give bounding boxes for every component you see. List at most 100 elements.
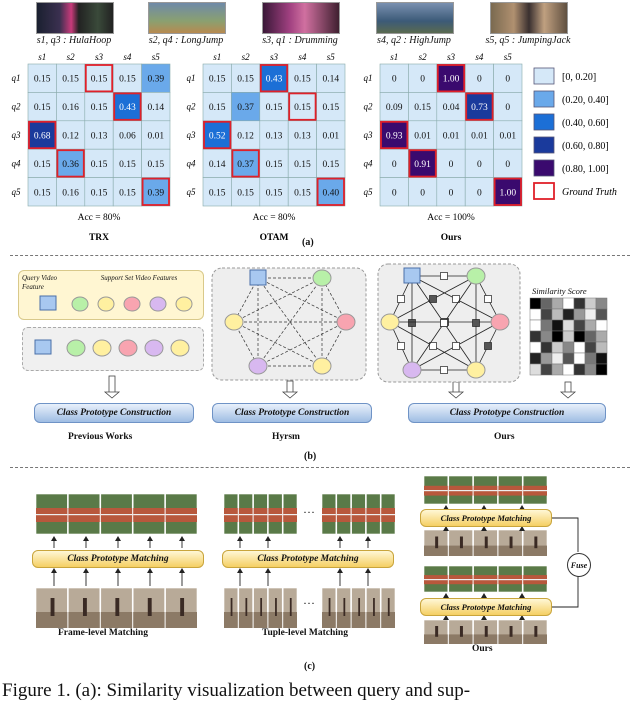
arrow-from-query-tuple-head bbox=[265, 568, 271, 573]
matrix-cell bbox=[27, 92, 57, 122]
cell-value: 0.15 bbox=[91, 188, 108, 198]
matrix-cell bbox=[287, 120, 317, 150]
row-header: q1 bbox=[187, 73, 196, 83]
support-feature-node bbox=[175, 296, 193, 312]
cell-value: 0 bbox=[392, 75, 397, 85]
query-video-tuple-b bbox=[321, 587, 396, 629]
cell-value: 1.00 bbox=[499, 188, 516, 198]
cell-value: 0.15 bbox=[34, 75, 51, 85]
cell-value: 0.15 bbox=[119, 188, 136, 198]
hyrsm-edge bbox=[257, 277, 323, 367]
video-frame-lane bbox=[498, 579, 523, 581]
arrow-to-support-head bbox=[147, 536, 153, 541]
clip-label: s2, q4 : LongJump bbox=[148, 35, 224, 46]
cell-value: 0.15 bbox=[62, 75, 79, 85]
video-frame-lane bbox=[253, 514, 268, 516]
hyrsm-edge bbox=[257, 321, 347, 367]
cell-value: 0.15 bbox=[237, 188, 254, 198]
matrix-cell bbox=[464, 120, 494, 150]
arrow-to-support-head bbox=[115, 536, 121, 541]
video-frame-ground bbox=[424, 545, 448, 556]
ground-truth-box bbox=[493, 177, 522, 206]
matrix-cell bbox=[493, 120, 523, 150]
video-frame-ground bbox=[448, 545, 473, 556]
matrix-cell bbox=[408, 177, 438, 207]
matrix-cell bbox=[231, 148, 261, 178]
video-frame-lane bbox=[523, 579, 547, 581]
matrix-cell bbox=[316, 92, 346, 122]
matrix-cell bbox=[141, 63, 171, 93]
arrow-from-query-head bbox=[115, 568, 121, 573]
col-header: s2 bbox=[67, 52, 76, 62]
col-header: s2 bbox=[242, 52, 251, 62]
accuracy-label: Acc = 80% bbox=[78, 213, 121, 223]
ours-edge-weight bbox=[440, 319, 448, 327]
cell-value: 0.04 bbox=[443, 103, 460, 113]
legend-swatch bbox=[533, 159, 555, 177]
panel-b-graphs bbox=[34, 263, 608, 399]
cell-value: 0.15 bbox=[294, 160, 311, 170]
cell-value: 0.52 bbox=[209, 132, 226, 142]
video-frame-lane bbox=[498, 490, 523, 492]
matrix-cell bbox=[408, 120, 438, 150]
cell-value: 0.43 bbox=[119, 103, 136, 113]
cell-value: 0.15 bbox=[414, 103, 431, 113]
query-feature-icon bbox=[39, 295, 57, 311]
row-header: q5 bbox=[12, 187, 22, 197]
similarity-cell bbox=[595, 363, 608, 376]
cell-value: 0 bbox=[420, 188, 425, 198]
matrix-cell bbox=[231, 92, 261, 122]
cell-value: 1.00 bbox=[443, 75, 460, 85]
ours-arrow-b-head bbox=[443, 526, 449, 531]
row-header: q4 bbox=[364, 158, 374, 168]
video-frame-ground bbox=[36, 612, 68, 628]
video-frame-person bbox=[180, 598, 185, 616]
cell-value: 0.15 bbox=[34, 103, 51, 113]
class-prototype-matching-ours-bottom: Class Prototype Matching bbox=[420, 598, 552, 616]
matrix-cell bbox=[231, 177, 261, 207]
ours-query-node bbox=[403, 267, 421, 284]
video-frame-person bbox=[373, 598, 375, 616]
col-header: s4 bbox=[298, 52, 307, 62]
matrix-cell bbox=[259, 177, 289, 207]
cell-value: 0 bbox=[477, 160, 482, 170]
video-frame-person bbox=[115, 598, 120, 616]
accuracy-label: Acc = 100% bbox=[427, 213, 475, 223]
video-frame-lane bbox=[448, 579, 473, 581]
ground-truth-box bbox=[465, 92, 494, 121]
divider-1 bbox=[10, 255, 630, 256]
arrow-to-support-head bbox=[179, 536, 185, 541]
cell-value: 0.15 bbox=[266, 188, 283, 198]
cell-value: 0.16 bbox=[62, 188, 79, 198]
cell-value: 0.37 bbox=[237, 103, 254, 113]
ours-arrow-c-head bbox=[519, 593, 525, 598]
video-frame-ground bbox=[523, 634, 547, 644]
hyrsm-support-node bbox=[312, 269, 332, 287]
cell-value: 0.43 bbox=[266, 75, 283, 85]
video-frame-lane bbox=[336, 514, 351, 516]
video-frame-person bbox=[147, 598, 152, 616]
video-frame-person bbox=[245, 598, 248, 616]
clip-thumbnail-drumming bbox=[262, 2, 340, 34]
feature-legend-box bbox=[18, 270, 204, 320]
cell-value: 0 bbox=[392, 160, 397, 170]
col-header: s4 bbox=[123, 52, 132, 62]
matrix-cell bbox=[141, 92, 171, 122]
cell-value: 0.15 bbox=[294, 188, 311, 198]
ground-truth-box bbox=[408, 149, 437, 178]
matrix-cell bbox=[259, 63, 289, 93]
video-frame-ground bbox=[473, 634, 498, 644]
video-frame-lane bbox=[165, 514, 197, 516]
video-frame-lane bbox=[351, 514, 366, 516]
cell-value: 0.13 bbox=[294, 132, 311, 142]
cell-value: 0.15 bbox=[119, 160, 136, 170]
ours-arrow-b-head bbox=[481, 526, 487, 531]
video-frame-person bbox=[459, 536, 463, 549]
video-frame-lane bbox=[381, 514, 395, 516]
support-feature-node bbox=[149, 296, 167, 312]
matrix-cell bbox=[379, 120, 409, 150]
video-frame-person bbox=[484, 626, 488, 637]
hyrsm-support-node bbox=[224, 313, 244, 331]
arrow-to-support-head bbox=[51, 536, 57, 541]
